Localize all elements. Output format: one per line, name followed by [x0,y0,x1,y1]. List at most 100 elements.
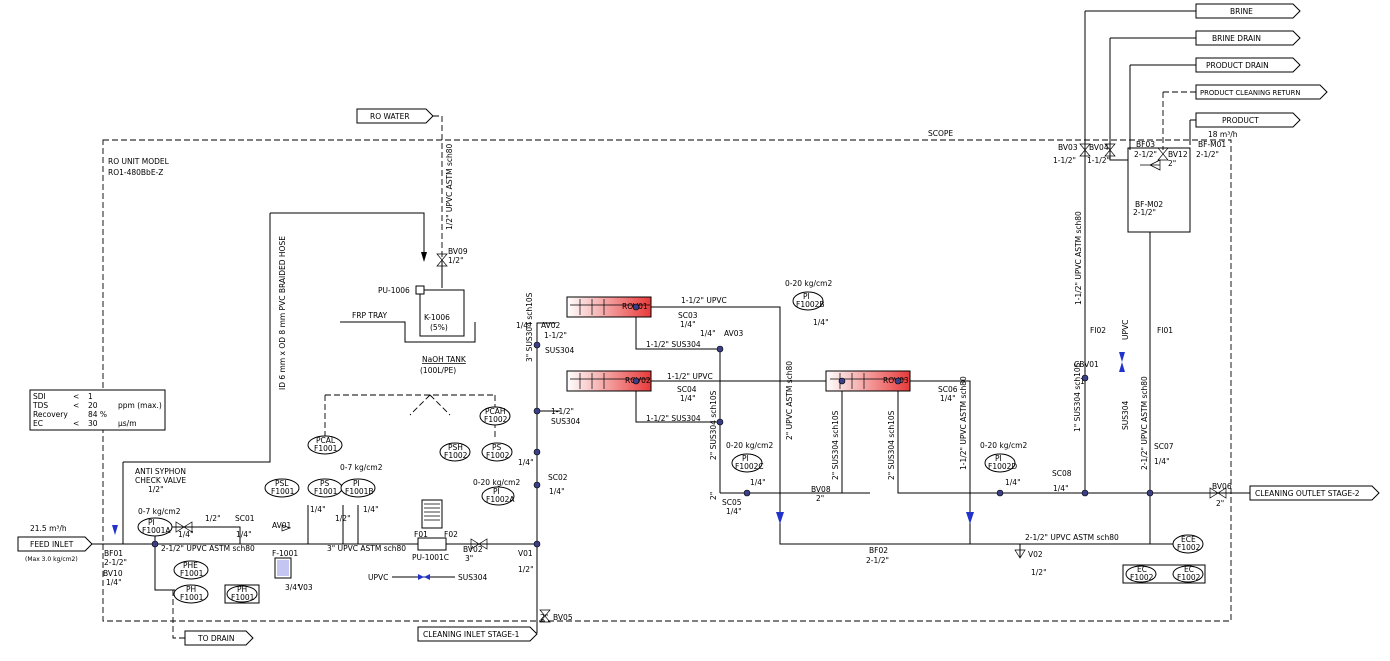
label-fi01: FI01 [1157,326,1173,335]
label-sc07: SC07 [1154,442,1174,451]
label-v02: V02 [1028,550,1043,559]
svg-text:TDS: TDS [32,401,48,410]
label-bf02: BF02 [869,546,888,555]
label-rov1-sus: SUS304 [545,346,575,355]
svg-text:PI: PI [353,479,360,488]
label-pressure-20-d: 0-20 kg/cm2 [473,478,520,487]
svg-text:20: 20 [88,401,98,410]
label-pipe-3: 3" UPVC ASTM sch80 [327,544,406,553]
svg-text:FEED INLET: FEED INLET [30,540,74,549]
unit-model-line2: RO1-480BbE-Z [108,168,163,177]
label-f02: F02 [444,530,458,539]
label-pipe-2-5-right: 2-1/2" UPVC ASTM sch80 [1140,376,1149,470]
label-pressure-20-a: 0-20 kg/cm2 [785,279,832,288]
label-pump: PU-1001C [412,553,449,562]
label-sc01-size: 1/4" [236,530,252,539]
label-pressure-range-2: 0-7 kg/cm2 [340,463,383,472]
dosing-pump-icon [415,285,425,295]
label-bf03: BF03 [1136,140,1155,149]
label-f01: F01 [414,530,428,539]
label-pipe-2-upvc: 2" UPVC ASTM sch80 [785,361,794,440]
svg-text:CLEANING INLET STAGE-1: CLEANING INLET STAGE-1 [423,630,520,639]
label-sc05-size: 1/4" [726,507,742,516]
svg-text:PH: PH [186,585,196,594]
svg-text:BRINE DRAIN: BRINE DRAIN [1212,34,1261,43]
tag-feed-inlet: FEED INLET [17,536,93,552]
scope-label: SCOPE [928,129,953,138]
label-sc08-size: 1/4" [1053,484,1069,493]
label-pi-d-size: 1/4" [1005,478,1021,487]
label-sc02: SC02 [548,473,568,482]
svg-text:PS: PS [320,479,330,488]
label-half-b: 1/2" [335,514,351,523]
pump-body [417,537,447,551]
label-bv05: BV05 [553,613,573,622]
label-bv12: BV12 [1168,150,1188,159]
label-bf-m02: BF-M02 [1135,200,1163,209]
label-av02: AV02 [541,321,561,330]
label-bf-m01-size: 2-1/2" [1196,150,1219,159]
svg-text:F1001: F1001 [314,487,338,496]
filter-f1001 [274,557,292,579]
label-feed-flow: 21.5 m³/h [30,524,67,533]
svg-text:PS: PS [492,443,502,452]
svg-text:F1001A: F1001A [142,526,171,535]
label-cbv01-size: 1" [1080,377,1088,386]
label-bv04: BV04 [1089,143,1109,152]
svg-text:F1002C: F1002C [735,462,764,471]
svg-text:F1001: F1001 [314,444,338,453]
svg-text:ppm (max.): ppm (max.) [118,401,162,410]
svg-text:PCAL: PCAL [316,436,336,445]
label-bv06-size: 2" [1216,499,1224,508]
svg-text:TO DRAIN: TO DRAIN [197,634,235,643]
label-pipe-1in-sus: 1" SUS304 sch10S [1073,362,1082,432]
label-sc02-size: 1/4" [549,487,565,496]
svg-text:<: < [73,419,79,428]
label-pipe-1-5-upvc-b: 1-1/2" UPVC ASTM sch80 [959,376,968,470]
label-pipe-3-sus: 3" SUS304 sch10S [525,292,534,362]
flow-arrow [112,525,118,535]
label-pipe-2-5-bottom: 2-1/2" UPVC ASTM sch80 [1025,533,1119,542]
legend-upvc: UPVC [368,573,388,582]
svg-text:84 %: 84 % [88,410,107,419]
label-pi-b-size: 1/4" [813,318,829,327]
label-bv08: BV08 [811,485,831,494]
label-bv03-size: 1-1/2" [1053,156,1076,165]
label-pressure-range: 0-7 kg/cm2 [138,507,181,516]
label-sc03-size: 1/4" [680,320,696,329]
tag-brine: BRINE [1195,3,1301,19]
label-frp-tray: FRP TRAY [352,311,387,320]
svg-text:PI: PI [493,487,500,496]
label-pipe-2-sus-a: 2" SUS304 sch10S [709,390,718,460]
svg-text:ECE: ECE [1181,535,1196,544]
svg-text:EC: EC [33,419,43,428]
label-sc04: SC04 [677,385,697,394]
tag-product: PRODUCT [1195,112,1301,128]
label-upvc-right: UPVC [1121,320,1130,340]
tag-product-drain: PRODUCT DRAIN [1195,57,1301,73]
flow-arrow [1119,352,1125,362]
tag-product-cleaning-return: PRODUCT CLEANING RETURN [1195,84,1328,100]
label-pipe-2-sus-c: 2" SUS304 sch10S [887,410,896,480]
svg-text:1: 1 [88,392,93,401]
svg-text:PSH: PSH [448,443,463,452]
label-bv09-size: 1/2" [448,256,464,265]
svg-text:F1001: F1001 [180,593,204,602]
svg-text:F1001: F1001 [271,487,295,496]
label-pipe-2-5: 2-1/2" UPVC ASTM sch80 [161,544,255,553]
flow-arrow [1119,362,1125,372]
product-flow: 18 m³/h [1208,130,1238,139]
label-bv04-size: 1-1/2" [1087,156,1110,165]
label-pipe-upvc-1: 1-1/2" UPVC [681,296,727,305]
tag-ro-water: RO WATER [356,108,434,124]
